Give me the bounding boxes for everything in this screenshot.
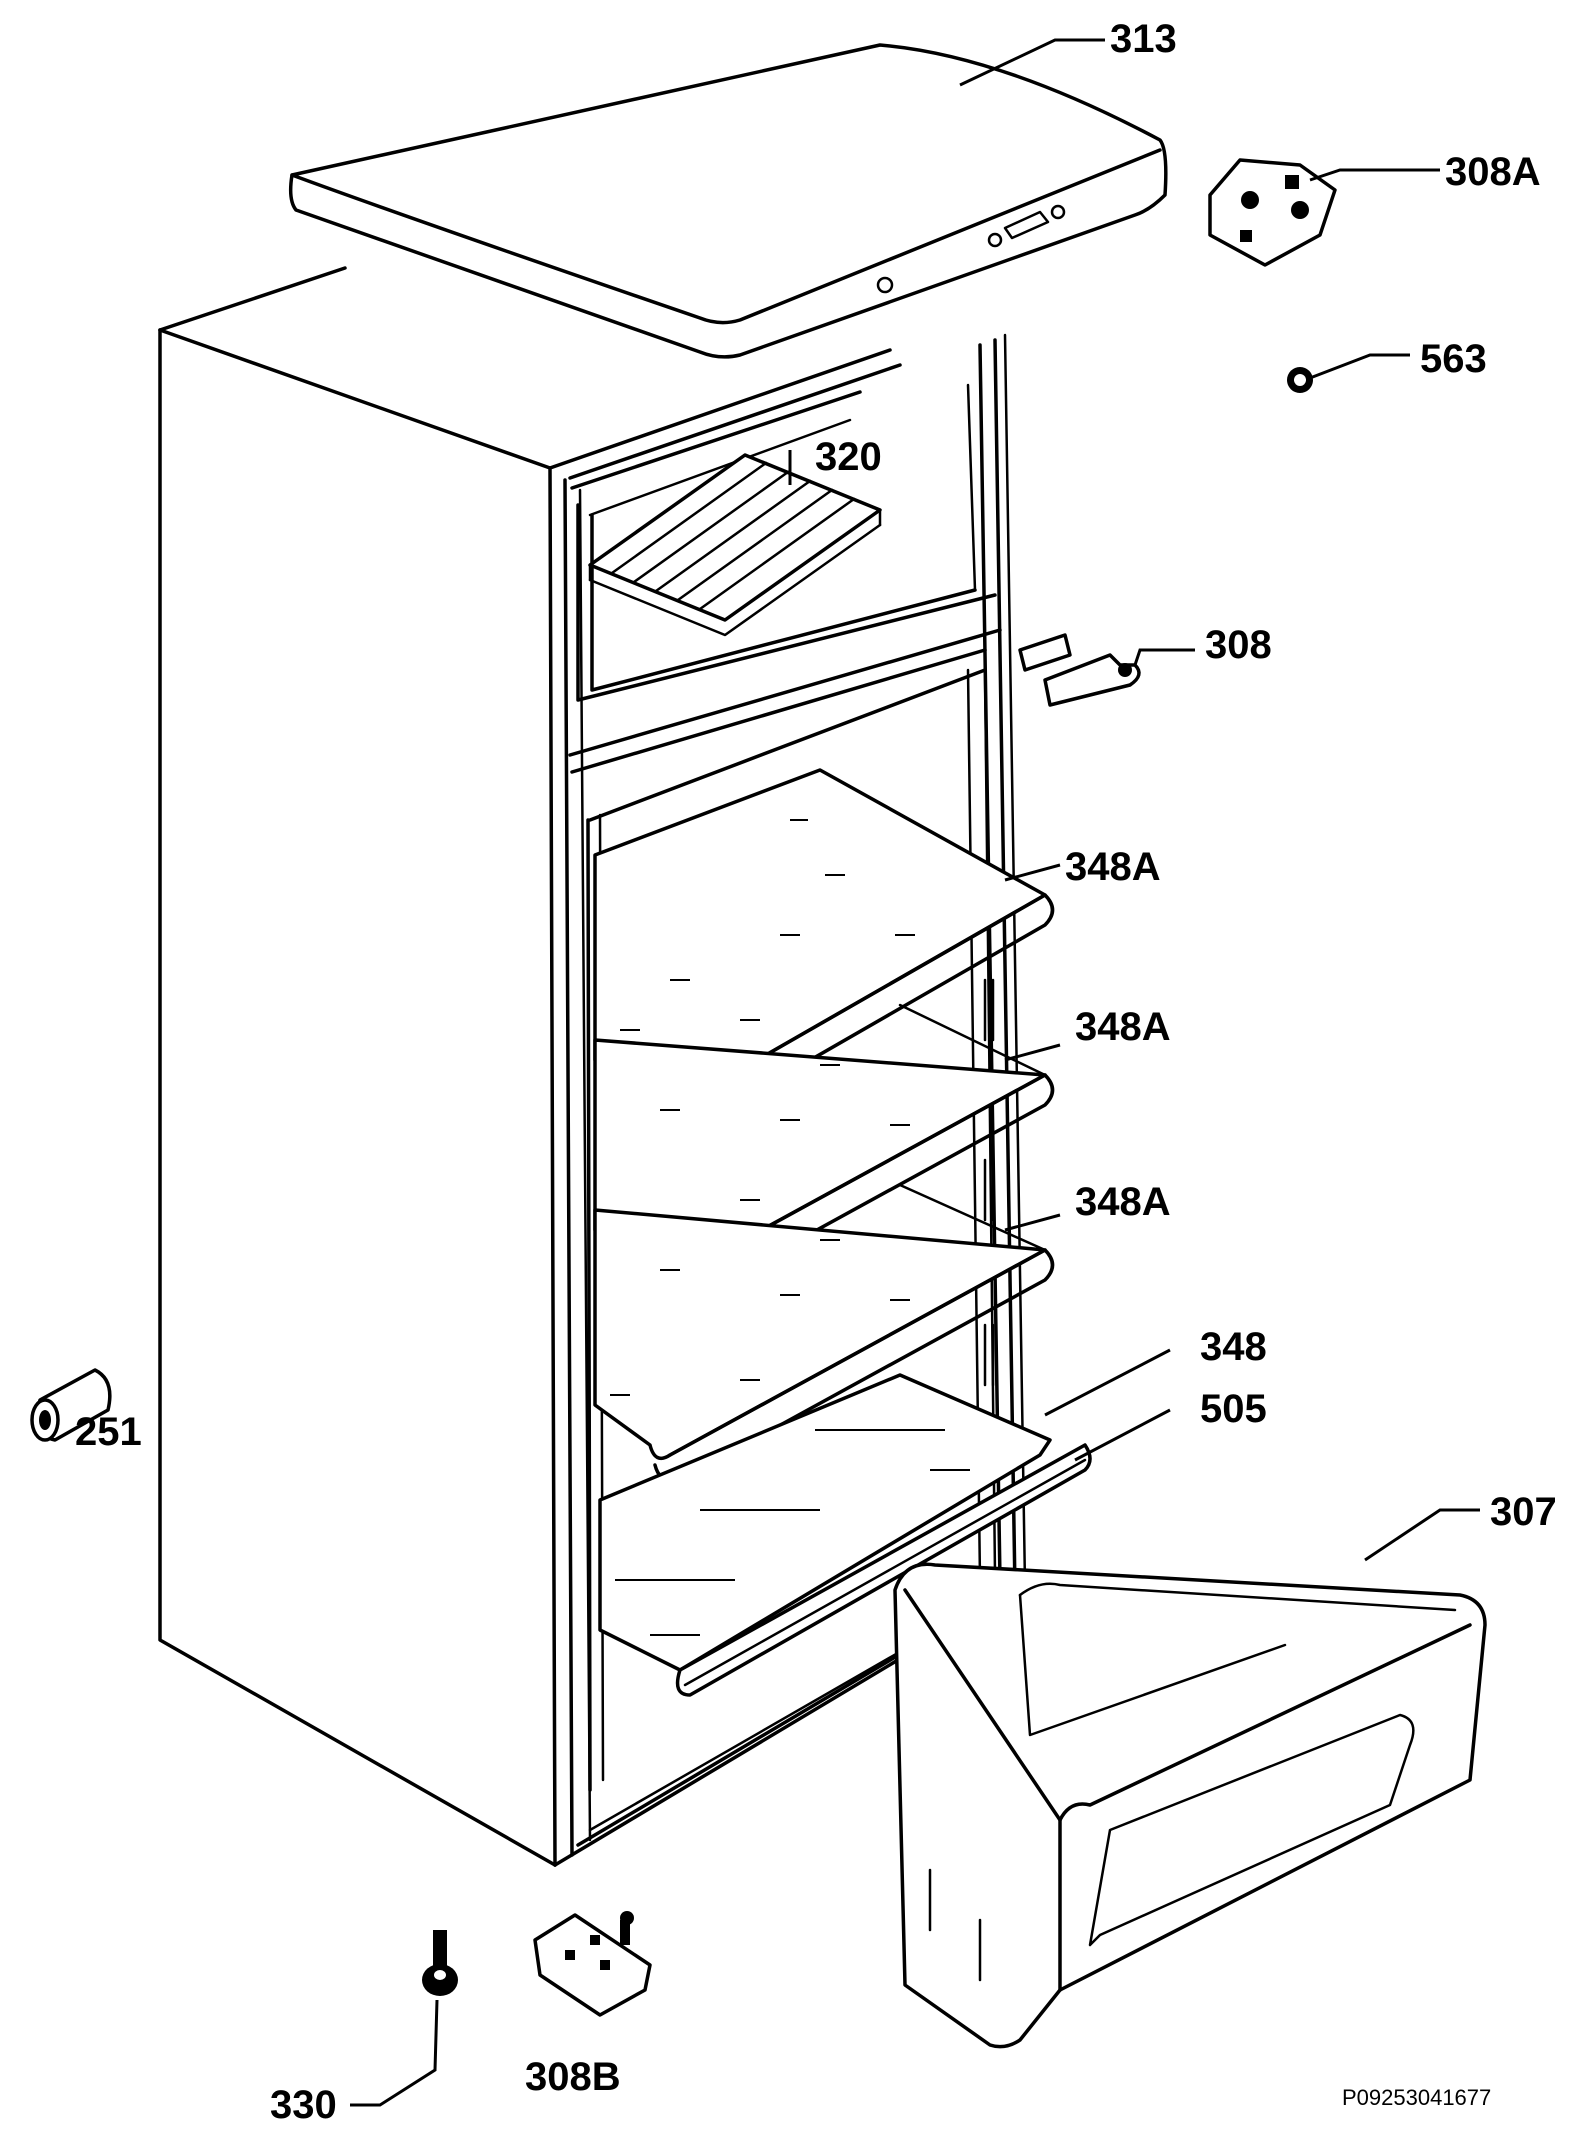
hinge-308b [533, 1911, 652, 2017]
part-label: 308A [1445, 150, 1541, 194]
crisper-cover-348 [598, 1373, 1052, 1672]
top-cover-313 [288, 43, 1168, 359]
screw-563 [1287, 367, 1313, 393]
door-handle-251 [30, 1368, 112, 1442]
part-label: 308B [525, 2055, 621, 2099]
part-label: 563 [1420, 337, 1487, 381]
glass-shelf-348a-3 [593, 1183, 1055, 1483]
part-labels: 313 308A 563 320 308 348A 348A 348A 348 … [75, 17, 1557, 2127]
part-label: 348A [1075, 1005, 1171, 1049]
crisper-trim-505 [675, 1443, 1092, 1697]
part-label: 307 [1490, 1490, 1557, 1534]
part-label: 505 [1200, 1387, 1267, 1431]
part-label: 308 [1205, 623, 1272, 667]
part-label: 251 [75, 1410, 142, 1454]
part-label: 320 [815, 435, 882, 479]
freezer-compartment [568, 383, 1002, 774]
drawing-reference-code: P09253041677 [1342, 2085, 1491, 2110]
freezer-grid-shelf-320 [588, 453, 882, 637]
part-label: 348A [1075, 1180, 1171, 1224]
hinge-308a [1208, 158, 1337, 267]
foot-330 [422, 1930, 458, 1996]
part-label: 330 [270, 2083, 337, 2127]
part-label: 348A [1065, 845, 1161, 889]
leader-lines [350, 38, 1480, 2107]
crisper-drawer-307 [893, 1562, 1487, 2049]
part-label: 348 [1200, 1325, 1267, 1369]
hinge-308 [1018, 633, 1141, 707]
part-label: 313 [1110, 17, 1177, 61]
